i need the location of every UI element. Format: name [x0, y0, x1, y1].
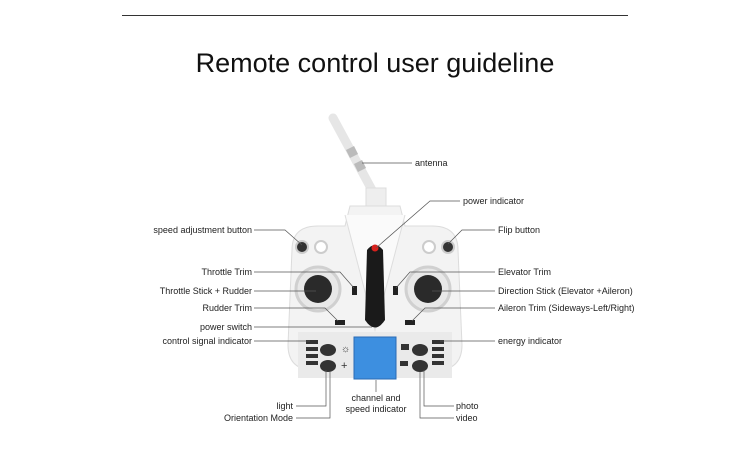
right-stick — [414, 275, 442, 303]
flip-button — [441, 240, 455, 254]
elevator-trim-label: Elevator Trim — [498, 267, 552, 277]
power-led — [371, 244, 379, 252]
power-switch-label: power switch — [199, 322, 252, 332]
channel-speed-indicator-label: channel and speed indicator — [326, 393, 426, 415]
throttle-trim-label: Throttle Trim — [201, 267, 252, 277]
light-label: light — [276, 401, 293, 411]
top-divider — [122, 15, 628, 16]
controller-body: ☼+ — [287, 205, 463, 380]
page-title: Remote control user guideline — [195, 48, 555, 78]
orientation-mode-label: Orientation Mode — [223, 413, 293, 423]
callout-lines — [254, 162, 495, 419]
control-signal-indicator-label: control signal indicator — [162, 336, 252, 346]
speed-adjustment-button-label: speed adjustment button — [153, 225, 252, 235]
svg-text:☼: ☼ — [341, 344, 350, 355]
antenna-illustration — [328, 113, 387, 211]
channel-label-line1: channel and — [351, 393, 401, 403]
left-stick — [304, 275, 332, 303]
photo-label: photo — [456, 401, 479, 411]
channel-label-line2: speed indicator — [345, 404, 407, 414]
svg-text:+: + — [341, 360, 347, 372]
lcd-screen — [353, 336, 397, 380]
throttle-stick-label: Throttle Stick + Rudder — [159, 286, 252, 296]
rudder-trim-label: Rudder Trim — [202, 303, 252, 313]
energy-indicator-label: energy indicator — [498, 336, 563, 346]
flip-button-label: Flip button — [498, 225, 541, 235]
power-indicator-label: power indicator — [463, 196, 525, 206]
speed-button — [295, 240, 309, 254]
video-label: video — [456, 413, 478, 423]
aileron-trim-label: Aileron Trim (Sideways-Left/Right) — [498, 303, 635, 313]
direction-stick-label: Direction Stick (Elevator +Aileron) — [498, 286, 633, 296]
antenna-label: antenna — [415, 158, 448, 168]
